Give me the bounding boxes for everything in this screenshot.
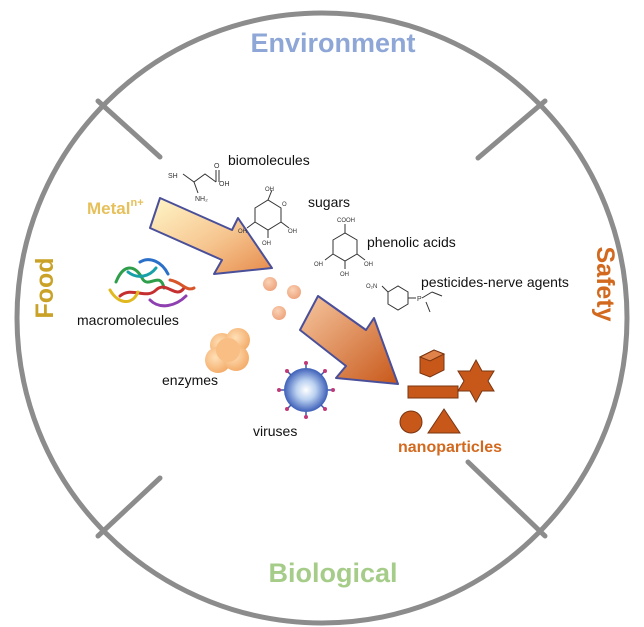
pesticide-structure: O₂N P bbox=[366, 284, 443, 313]
structure-label-oh: OH bbox=[314, 262, 323, 268]
outer-ring bbox=[14, 10, 630, 626]
quadrant-label-safety: Safety bbox=[591, 246, 619, 321]
seed-particle bbox=[263, 277, 277, 291]
separator-bottom-right bbox=[465, 459, 548, 539]
structure-label-o: O bbox=[282, 202, 287, 208]
macromolecule-protein bbox=[108, 258, 196, 308]
structure-label-oh: OH bbox=[219, 181, 230, 188]
seed-particle bbox=[287, 285, 301, 299]
nanoparticle-rod bbox=[407, 385, 459, 399]
nanoparticle-sphere bbox=[399, 410, 423, 434]
metal-ion-label: Metaln+ bbox=[87, 197, 144, 218]
structure-label-oh: OH bbox=[238, 229, 247, 235]
structure-label-oh: OH bbox=[265, 187, 274, 193]
separator-lines bbox=[95, 98, 548, 539]
separator-top-right bbox=[475, 98, 548, 161]
label-enzymes: enzymes bbox=[162, 372, 218, 388]
structure-label-cooh: COOH bbox=[337, 218, 355, 224]
nanoparticle-triangle bbox=[427, 408, 461, 434]
label-macromolecules: macromolecules bbox=[77, 312, 179, 328]
structure-label-oh: OH bbox=[340, 272, 349, 278]
label-biomolecules: biomolecules bbox=[228, 152, 310, 168]
seed-particle bbox=[272, 306, 286, 320]
arrow-growth bbox=[299, 295, 399, 385]
structure-label-no2: O₂N bbox=[366, 284, 377, 290]
arrow-reduction bbox=[149, 197, 273, 275]
structure-label-oh: OH bbox=[262, 241, 271, 247]
nanoparticle-cube-top bbox=[418, 349, 446, 362]
separator-top-left bbox=[95, 98, 163, 160]
nanoparticle-star bbox=[457, 358, 495, 404]
label-viruses: viruses bbox=[253, 423, 297, 439]
quadrant-label-food: Food bbox=[31, 257, 59, 318]
label-sugars: sugars bbox=[308, 194, 350, 210]
structure-label-oh: OH bbox=[288, 229, 297, 235]
biomolecule-structure: SH O OH NH₂ bbox=[168, 163, 230, 203]
label-nanoparticles: nanoparticles bbox=[398, 439, 502, 456]
nanoparticle-shapes bbox=[399, 349, 495, 434]
separator-bottom-left bbox=[95, 475, 163, 539]
enzyme-blob bbox=[205, 328, 250, 373]
quadrant-label-environment: Environment bbox=[250, 28, 415, 58]
structure-label-nh2: NH₂ bbox=[195, 196, 208, 203]
structure-label-oh: OH bbox=[364, 262, 373, 268]
structure-label-o: O bbox=[214, 163, 220, 170]
metal-label: Metal bbox=[87, 199, 130, 218]
label-phenolic-acids: phenolic acids bbox=[367, 234, 456, 250]
sugar-structure: OH O OH OH OH bbox=[238, 187, 297, 247]
label-pesticides: pesticides-nerve agents bbox=[421, 274, 569, 290]
metal-charge: n+ bbox=[130, 197, 143, 209]
phenolic-structure: COOH OH OH OH bbox=[314, 218, 373, 278]
quadrant-label-biological: Biological bbox=[268, 558, 397, 588]
structure-label-sh: SH bbox=[168, 173, 178, 180]
structure-label-p: P bbox=[417, 296, 422, 303]
seed-particles bbox=[263, 277, 301, 320]
virus-particle bbox=[277, 361, 335, 419]
